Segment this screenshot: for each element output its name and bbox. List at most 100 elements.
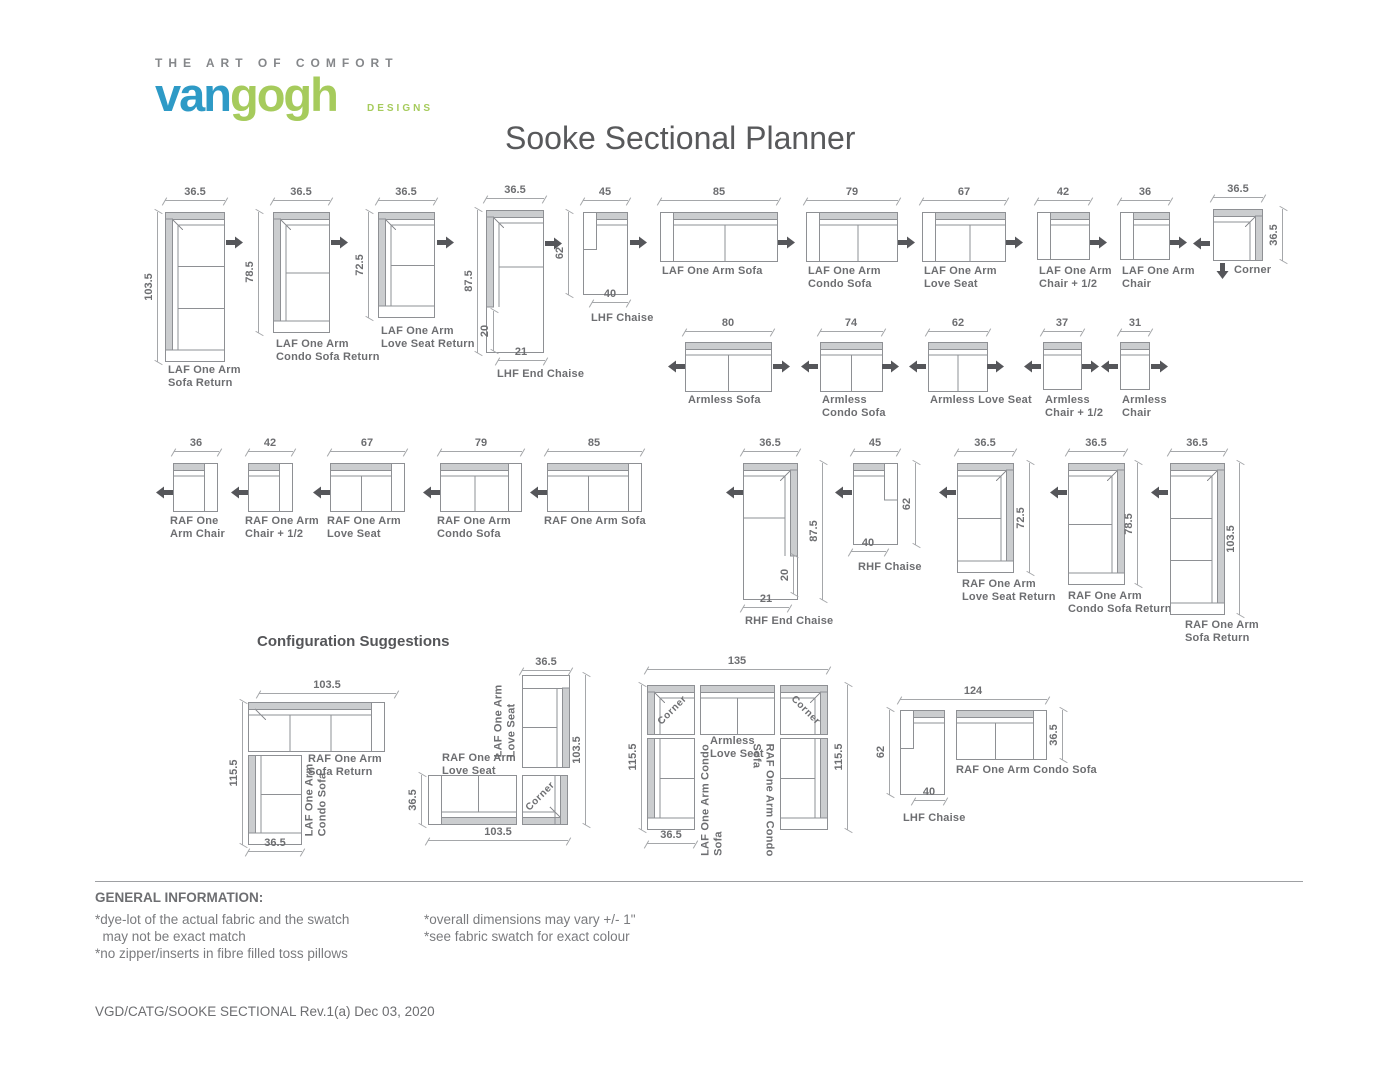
dimension-value: 67 <box>360 437 374 449</box>
dimension: 124 <box>899 685 1047 700</box>
piece-label: RAF One Arm Chair + 1/2 <box>245 515 319 540</box>
piece-rhf-end-chaise <box>743 463 798 600</box>
dimension-value: 135 <box>727 655 747 667</box>
dimension-value: 78.5 <box>1123 513 1135 535</box>
logo-tagline: THE ART OF COMFORT <box>155 56 399 70</box>
dimension: 36.5 <box>1169 437 1225 452</box>
piece-raf-one-arm-condo-sofa <box>440 463 522 512</box>
left-arrow-icon <box>530 486 547 504</box>
dimension: 85 <box>660 186 778 201</box>
piece-config2-corner <box>522 775 568 825</box>
piece-armless-sofa <box>685 342 772 392</box>
piece-config1-raf-one-arm-sofa-return <box>248 702 385 752</box>
logo-brand: vangogh <box>155 71 455 118</box>
dimension: 80 <box>684 317 772 332</box>
piece-lhf-chaise <box>583 212 628 295</box>
piece-label: RAF One Arm Condo Sofa Return <box>1068 590 1172 615</box>
dimension-value: 37 <box>1055 317 1069 329</box>
dimension: 72.5 <box>354 212 369 318</box>
piece-label: LAF One Arm Chair + 1/2 <box>1039 265 1112 290</box>
dimension: 36.5 <box>165 186 225 201</box>
piece-raf-one-arm-love-seat-return <box>957 463 1014 573</box>
dimension: 115.5 <box>833 684 848 830</box>
right-arrow-icon <box>778 236 795 254</box>
dimension: 115.5 <box>627 684 642 830</box>
piece-laf-one-arm-chair <box>1120 212 1170 260</box>
dimension-value: 80 <box>721 317 735 329</box>
left-arrow-icon <box>939 486 956 504</box>
general-info-line: *overall dimensions may vary +/- 1" <box>424 912 636 927</box>
dimension-value: 62 <box>554 246 566 260</box>
dimension-value: 42 <box>1056 186 1070 198</box>
dimension: 79 <box>440 437 522 452</box>
dimension: 36.5 <box>1067 437 1125 452</box>
dimension-value: 115.5 <box>833 743 845 771</box>
dimension: 62 <box>554 211 569 295</box>
general-info-left-column: *dye-lot of the actual fabric and the sw… <box>95 911 349 962</box>
dimension-value: 36.5 <box>264 837 286 849</box>
dimension-value: 20 <box>479 324 491 338</box>
document-revision-footer: VGD/CATG/SOOKE SECTIONAL Rev.1(a) Dec 03… <box>95 1004 435 1019</box>
dimension-value: 36.5 <box>1048 724 1060 746</box>
dimension-value: 36.5 <box>759 437 781 449</box>
dimension-value: 78.5 <box>244 261 256 283</box>
piece-armless-chair <box>1120 342 1150 390</box>
dimension-value: 45 <box>598 186 612 198</box>
piece-armless-love-seat <box>928 342 988 392</box>
dimension: 36.5 <box>647 829 695 844</box>
dimension-value: 36 <box>189 437 203 449</box>
left-arrow-icon <box>1101 360 1118 378</box>
piece-label: Armless Chair + 1/2 <box>1045 394 1104 419</box>
dimension-value: 36.5 <box>407 789 419 811</box>
piece-label: RAF One Arm Chair <box>170 515 225 540</box>
dimension-value: 36 <box>1138 186 1152 198</box>
dimension: 67 <box>329 437 405 452</box>
piece-label: Corner <box>1234 264 1272 276</box>
left-arrow-icon <box>801 360 818 378</box>
left-arrow-icon <box>909 360 926 378</box>
piece-laf-one-arm-chair-and-half <box>1037 212 1090 260</box>
general-info-line: *dye-lot of the actual fabric and the sw… <box>95 912 350 927</box>
piece-laf-one-arm-love-seat-return <box>378 212 435 318</box>
right-arrow-icon <box>226 236 243 254</box>
piece-raf-one-arm-love-seat <box>330 463 405 512</box>
general-info-heading: GENERAL INFORMATION: <box>95 890 264 905</box>
logo-brand-van: van <box>155 68 232 121</box>
dimension: 36.5 <box>407 775 422 825</box>
general-info-line: may not be exact match <box>95 929 246 944</box>
dimension-value: 79 <box>845 186 859 198</box>
piece-label: Armless Love Seat <box>930 394 1032 406</box>
right-arrow-icon <box>898 236 915 254</box>
piece-config2-raf-one-arm-love-seat <box>428 775 517 825</box>
right-arrow-icon <box>773 360 790 378</box>
piece-config3-laf-one-arm-condo-sofa <box>647 738 695 830</box>
configuration-suggestions-title: Configuration Suggestions <box>257 633 450 650</box>
right-arrow-icon <box>882 360 899 378</box>
left-arrow-icon <box>1024 360 1041 378</box>
left-arrow-icon <box>1050 486 1067 504</box>
piece-label: RAF One Arm Love Seat <box>442 752 516 777</box>
dimension-value: 36.5 <box>535 656 557 668</box>
piece-label: LAF One Arm Love Seat <box>924 265 997 290</box>
piece-label: LHF Chaise <box>903 812 966 824</box>
piece-config3-corner-left <box>647 685 695 735</box>
dimension-value: 67 <box>957 186 971 198</box>
dimension-value: 74 <box>844 317 858 329</box>
piece-label: RHF End Chaise <box>745 615 834 627</box>
right-arrow-icon <box>1151 360 1168 378</box>
dimension: 79 <box>806 186 898 201</box>
dimension-value: 36.5 <box>974 437 996 449</box>
logo-designs: DESIGNS <box>367 103 434 114</box>
dimension-value: 31 <box>1128 317 1142 329</box>
piece-label: RAF One Arm Condo Sofa <box>437 515 511 540</box>
dimension-value: 72.5 <box>1015 507 1027 529</box>
left-arrow-icon <box>726 486 743 504</box>
dimension: 20 <box>479 311 494 351</box>
dimension-value: 62 <box>951 317 965 329</box>
dimension: 31 <box>1120 317 1150 332</box>
dimension: 36.5 <box>272 186 330 201</box>
piece-label: Armless Sofa <box>688 394 761 406</box>
dimension-value: 36.5 <box>184 186 206 198</box>
dimension: 135 <box>646 655 828 670</box>
right-arrow-icon <box>545 237 562 255</box>
